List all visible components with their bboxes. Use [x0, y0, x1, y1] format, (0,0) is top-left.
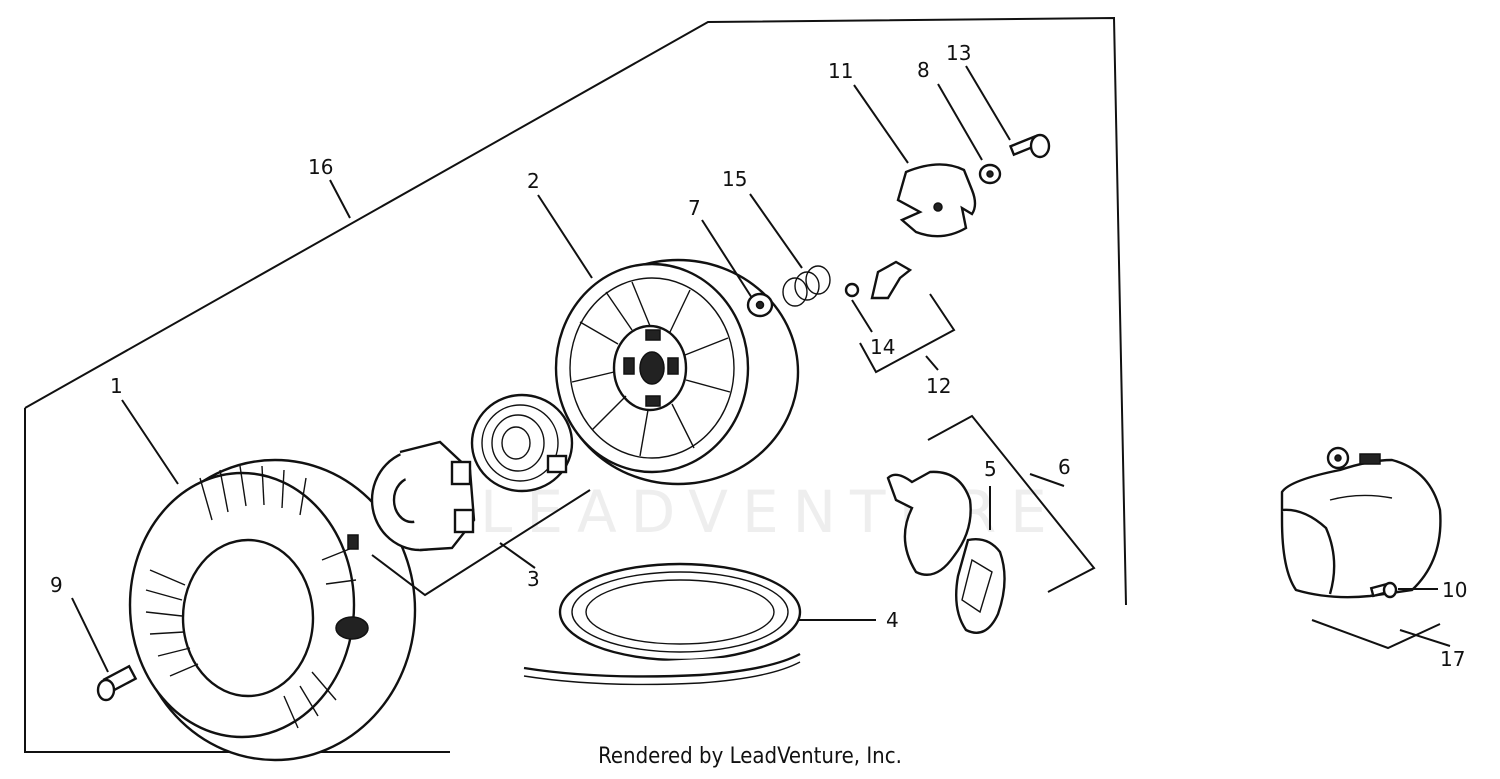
callout-1: 1	[110, 374, 123, 398]
handle-insert-part-5	[955, 486, 1006, 634]
starter-handle-part-6	[886, 470, 972, 576]
callout-10: 10	[1442, 578, 1467, 602]
bolt-part-10	[1369, 581, 1438, 599]
part-3-bracket	[371, 489, 591, 597]
cover-assembly-part-17	[1280, 446, 1442, 599]
assembly-16-bracket-top	[24, 16, 1127, 606]
part-6-bracket	[927, 414, 1096, 593]
starter-rope-part-4	[523, 562, 876, 686]
callout-17: 17	[1440, 647, 1465, 671]
recoil-spring-part-3	[470, 393, 574, 493]
callout-16: 16	[308, 155, 333, 179]
callout-2: 2	[527, 169, 540, 193]
part-12-leader	[925, 355, 939, 371]
callout-12: 12	[926, 374, 951, 398]
bolt-part-9	[71, 597, 138, 702]
washer-part-7	[701, 219, 774, 318]
part-3-leader	[499, 542, 536, 569]
callout-11: 11	[828, 59, 853, 83]
callout-3: 3	[527, 567, 540, 591]
callout-6: 6	[1058, 455, 1071, 479]
callout-7: 7	[688, 196, 701, 220]
callout-14: 14	[870, 335, 895, 359]
part-16-leader	[329, 179, 351, 219]
callout-4: 4	[886, 608, 899, 632]
starter-housing-part-1	[128, 458, 417, 762]
callout-8: 8	[917, 58, 930, 82]
callout-5: 5	[984, 457, 997, 481]
reel-part-2	[554, 258, 800, 486]
part-1-leader	[121, 399, 179, 485]
callout-9: 9	[50, 573, 63, 597]
callout-13: 13	[946, 41, 971, 65]
screw-part-13	[965, 65, 1051, 159]
footer-credit: Rendered by LeadVenture, Inc.	[598, 744, 902, 769]
part-2-leader	[537, 194, 593, 279]
part-17-leader	[1399, 629, 1451, 647]
callout-15: 15	[722, 167, 747, 191]
friction-plate-part-11	[853, 84, 977, 238]
part-12-bracket	[859, 293, 956, 374]
part-6-leader	[1029, 473, 1065, 487]
watermark: LEADVENTURE	[480, 478, 1061, 546]
ratchet-cam-part-3	[370, 440, 476, 552]
spring-part-15	[749, 193, 831, 307]
part-17-bracket	[1311, 619, 1441, 650]
washer-part-8	[937, 83, 1002, 185]
pawl-part-14	[844, 260, 913, 333]
